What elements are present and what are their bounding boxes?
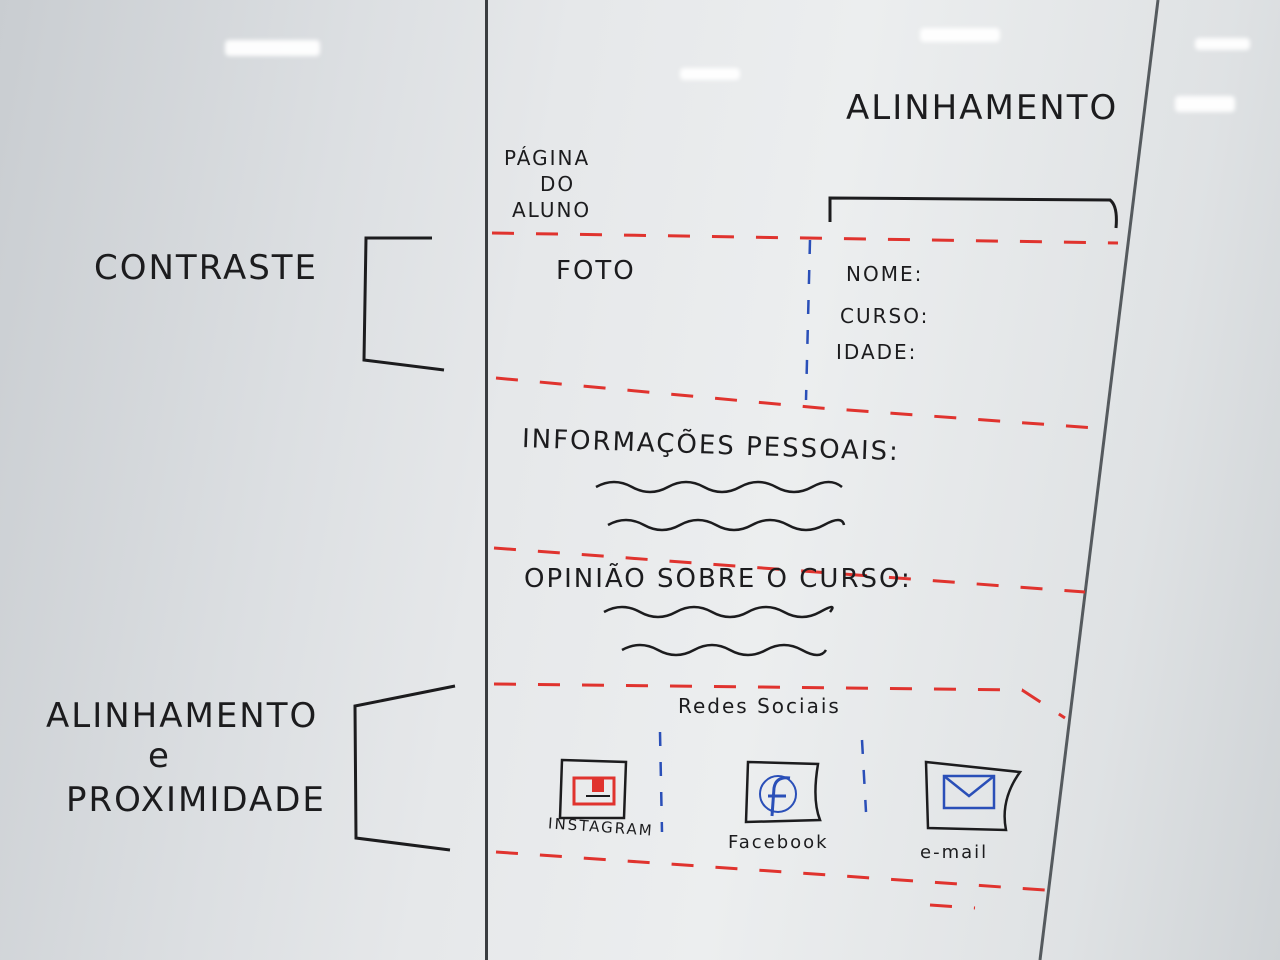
social-separator [860,739,868,813]
light-glare [1175,96,1235,112]
foto-separator [804,239,812,401]
proximidade-label: PROXIMIDADE [66,780,326,820]
email-icon [924,760,1023,832]
email-label: e-mail [920,842,989,863]
instagram-icon [558,758,628,820]
alinhamento-bracket [353,684,456,852]
whiteboard-panel-seam [1038,0,1160,960]
divider-line [495,850,1046,892]
divider-line [495,376,1096,430]
idade-label: IDADE: [836,340,918,364]
page-title-line1: PÁGINA [504,146,591,170]
contraste-bracket [362,236,445,372]
light-glare [225,40,320,56]
alinhamento-header: ALINHAMENTO [846,88,1119,128]
alinhamento-conjunction: e [148,736,171,776]
foto-label: FOTO [556,256,636,286]
facebook-label: Facebook [728,832,829,853]
placeholder-text-line [603,605,834,619]
alinhamento-header-bracket [828,196,1118,229]
light-glare [920,28,1000,42]
placeholder-text-line [607,518,846,532]
facebook-icon [744,760,822,824]
page-title-line3: ALUNO [512,198,592,222]
divider-line [491,231,1119,245]
divider-line [493,682,1066,720]
placeholder-text-line [595,480,843,494]
whiteboard-panel-seam [485,0,488,960]
divider-line [493,546,1086,594]
contraste-label: CONTRASTE [94,248,319,288]
divider-line [929,903,976,910]
nome-label: NOME: [846,262,924,286]
redes-sociais-label: Redes Sociais [678,694,841,718]
light-glare [1195,38,1250,50]
placeholder-text-line [621,643,828,657]
social-separator [658,731,664,833]
curso-label: CURSO: [840,304,930,328]
alinhamento-label: ALINHAMENTO [46,696,319,736]
page-title-line2: DO [540,172,576,196]
opiniao-label: OPINIÃO SOBRE O CURSO: [524,564,912,594]
light-glare [680,68,740,80]
